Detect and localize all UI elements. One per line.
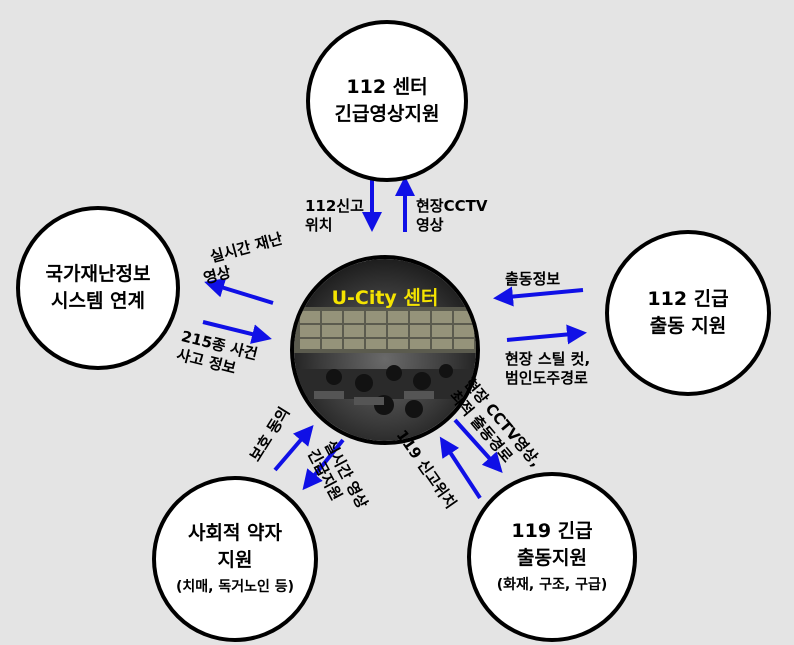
node-disaster-line1: 국가재난정보 — [45, 263, 151, 285]
arrow-disaster-out — [204, 278, 274, 305]
label-e112-out-line2: 범인도주경로 — [505, 369, 588, 387]
label-e112-in: 출동정보 — [505, 270, 561, 288]
node-119-emergency: 119 긴급 출동지원 (화재, 구조, 구급) — [467, 472, 637, 642]
label-police-out-line1: 현장CCTV — [416, 197, 488, 215]
node-119-sub: (화재, 구조, 구급) — [496, 577, 608, 593]
label-e112-out: 현장 스틸 컷, 범인도주경로 — [505, 350, 590, 388]
node-119-line2: 출동지원 — [517, 547, 587, 569]
label-police-in-line2: 위치 — [305, 216, 333, 234]
label-police-out: 현장CCTV 영상 — [416, 197, 487, 235]
label-police-in-line1: 112신고 — [305, 197, 364, 215]
arrow-welfare-out — [302, 438, 345, 491]
node-welfare-sub: (치매, 독거노인 등) — [175, 579, 295, 595]
node-112-center-line1: 112 센터 — [346, 76, 428, 98]
node-112-emergency: 112 긴급 출동 지원 — [605, 230, 771, 396]
node-disaster-system: 국가재난정보 시스템 연계 — [16, 206, 180, 370]
label-e112-out-line1: 현장 스틸 컷, — [505, 350, 591, 368]
node-119-line1: 119 긴급 — [511, 520, 593, 542]
node-welfare-line1: 사회적 약자 — [187, 522, 282, 544]
control-room-photo — [294, 259, 476, 441]
node-welfare-line2: 지원 — [217, 549, 253, 571]
center-title: U-City 센터 — [331, 287, 439, 309]
label-police-out-line2: 영상 — [416, 216, 444, 234]
ucity-center: U-City 센터 — [290, 255, 480, 445]
arrow-disaster-in — [202, 320, 272, 344]
arrow-e112-out — [506, 324, 587, 345]
node-112-emergency-line2: 출동 지원 — [649, 315, 727, 337]
node-welfare: 사회적 약자 지원 (치매, 독거노인 등) — [152, 476, 318, 642]
node-112-center: 112 센터 긴급영상지원 — [306, 20, 468, 182]
label-police-in: 112신고 위치 — [305, 197, 364, 235]
arrow-fire-in — [439, 436, 482, 500]
arrow-e112-in — [493, 286, 584, 307]
node-112-emergency-line1: 112 긴급 — [647, 288, 729, 310]
node-112-center-line2: 긴급영상지원 — [334, 103, 440, 125]
node-disaster-line2: 시스템 연계 — [50, 290, 145, 312]
